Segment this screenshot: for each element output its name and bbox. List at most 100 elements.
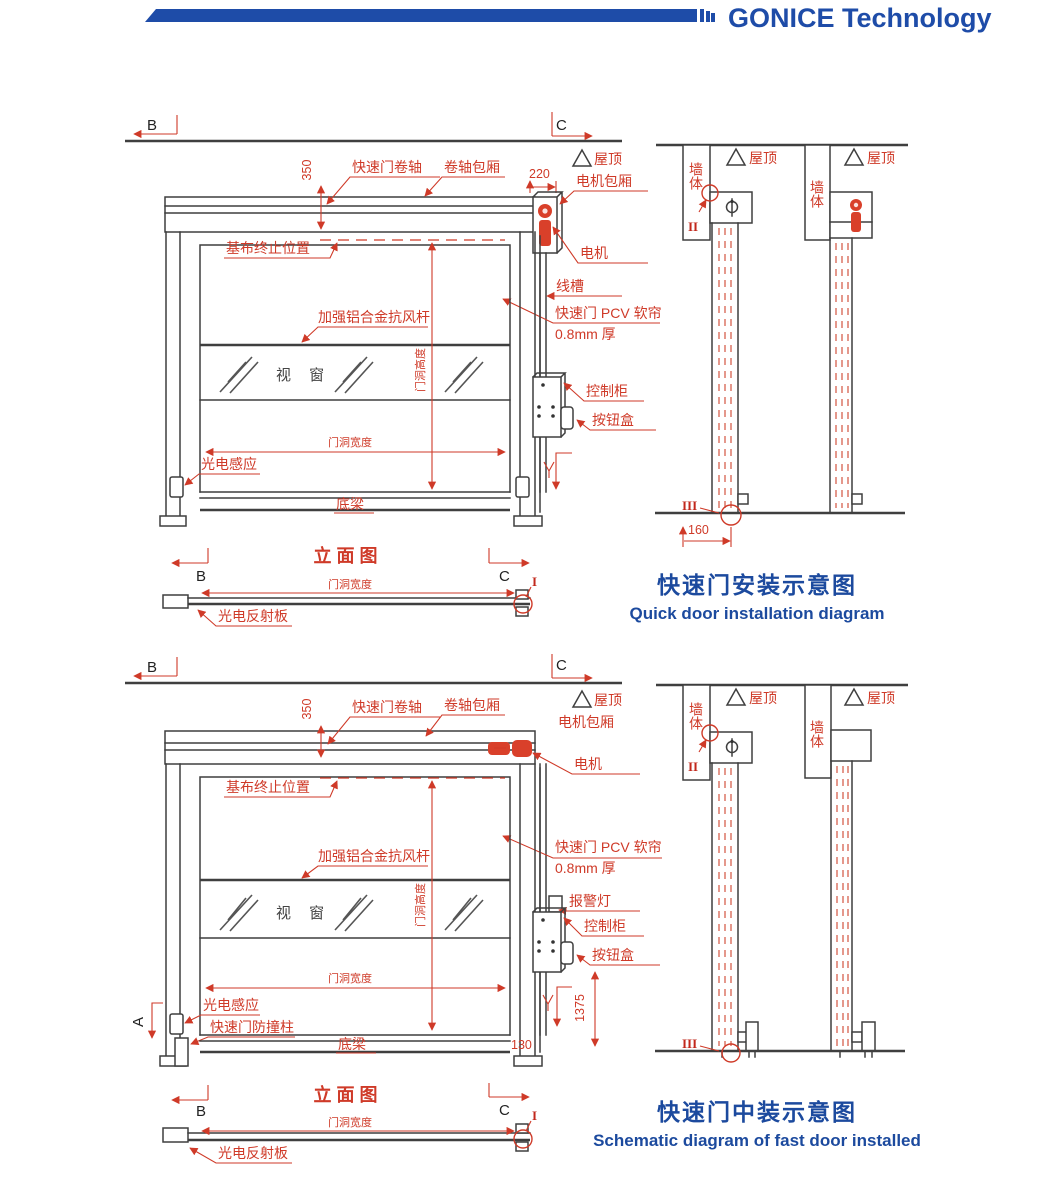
wall-section	[682, 684, 711, 781]
wall-section	[804, 144, 831, 241]
wire-trough-label: 线槽	[556, 278, 584, 294]
wall-label: 墙体	[688, 702, 704, 730]
roof-label: 屋顶	[749, 150, 777, 166]
wall-label: 墙体	[809, 720, 825, 748]
brand-bar	[145, 9, 697, 22]
section-marker-a: A	[130, 1017, 147, 1027]
roof-triangle-icon	[571, 148, 593, 167]
photo-sensor	[515, 476, 530, 498]
window-hatch	[219, 356, 259, 394]
roller-box	[164, 196, 536, 233]
door-width-label: 门洞宽度	[328, 971, 372, 985]
brand-equalizer-bar	[711, 13, 715, 22]
roof-triangle-icon	[843, 687, 865, 706]
roller-label: 快速门卷轴	[352, 699, 422, 715]
dim-160: 160	[688, 523, 709, 537]
control-cabinet-leader	[563, 917, 644, 937]
install-caption-en: Quick door installation diagram	[629, 604, 884, 623]
elevation-view-label: 立面图	[314, 1084, 383, 1105]
dim-220-line	[530, 181, 556, 193]
strip-marker-c: C	[499, 568, 510, 585]
window-hatch	[444, 894, 484, 932]
photo-sensor-label: 光电感应	[203, 997, 259, 1013]
curtain-dashed	[718, 768, 732, 1046]
section-arrow-b	[134, 115, 178, 134]
reflect-plate-leader	[197, 609, 292, 627]
strip-left-block	[162, 1127, 189, 1143]
detail-i-leader	[525, 586, 532, 598]
right-jamb-foot	[513, 515, 543, 527]
section-marker-b: B	[147, 659, 157, 676]
strip-door-width-label: 门洞宽度	[328, 1115, 372, 1129]
section-arrow-b	[134, 657, 178, 676]
detail-marker-ii: II	[688, 759, 698, 774]
y-dim-symbol	[542, 994, 554, 1011]
photo-sensor-label: 光电感应	[201, 456, 257, 472]
wind-bar-label: 加强铝合金抗风杆	[318, 848, 430, 864]
photo-sensor-leader	[184, 473, 260, 486]
detail-marker-ii: II	[688, 219, 698, 234]
strip-arrow-c	[488, 1083, 529, 1097]
detail-circle-i	[513, 1129, 533, 1149]
button-box	[560, 941, 574, 965]
base-stop-leader	[224, 780, 338, 798]
base-stop-label: 基布终止位置	[226, 240, 310, 256]
wire-trough	[539, 763, 547, 1036]
dim-350: 350	[300, 699, 314, 720]
motor-body	[851, 212, 861, 232]
window-hatch	[334, 356, 374, 394]
section-arrow-c	[551, 654, 592, 678]
mid-mount-side-view: 屋顶 屋顶 墙体 II 墙体	[655, 683, 908, 1063]
button-box-label: 按钮盒	[592, 412, 634, 428]
strip-arrow-c	[488, 548, 529, 563]
y-dim-bracket	[551, 452, 572, 490]
detail-ii-leader	[698, 199, 707, 213]
roller-box	[164, 730, 536, 765]
anti-collision-post	[745, 1021, 759, 1052]
curtain-guides	[711, 222, 739, 513]
button-box-leader	[576, 954, 660, 966]
strip-marker-c: C	[499, 1102, 510, 1119]
installation-side-view: 屋顶 屋顶 墙体 II 墙体	[655, 143, 908, 547]
wall-section	[682, 144, 711, 241]
motor-label: 电机	[574, 756, 602, 772]
brand-equalizer-bar	[706, 11, 710, 22]
roller-label: 快速门卷轴	[352, 159, 422, 175]
mid-mount-elevation: B C 屋顶 350 快速门卷轴 卷轴包厢 电机包厢 电机 快速	[125, 654, 662, 1164]
wind-bar-label: 加强铝合金抗风杆	[318, 309, 430, 325]
roof-triangle-icon	[843, 147, 865, 166]
roller-box-label: 卷轴包厢	[444, 159, 500, 175]
strip-marker-b: B	[196, 568, 206, 585]
alarm-light-leader	[558, 906, 640, 916]
curtain-dashed	[835, 243, 849, 508]
y-dim-bracket	[552, 986, 572, 1027]
dim-130: 130	[511, 1038, 532, 1052]
bottom-beam-label: 底梁	[338, 1036, 366, 1052]
left-jamb	[165, 231, 181, 517]
motor-box-leader	[559, 190, 648, 205]
install-caption-cn: 快速门安装示意图	[657, 572, 857, 598]
reflect-plate-label: 光电反射板	[218, 1145, 288, 1161]
brand-title: GONICE Technology	[728, 3, 992, 33]
anti-collision-post	[861, 1021, 876, 1052]
window-hatch	[334, 894, 374, 932]
right-jamb-foot	[513, 1055, 543, 1067]
window-hatch	[444, 356, 484, 394]
detail-iii-leader	[699, 507, 720, 514]
detail-marker-iii: III	[682, 498, 697, 513]
roof-triangle-icon	[725, 687, 747, 706]
door-width-label: 门洞宽度	[328, 435, 372, 449]
motor-leader	[532, 752, 640, 775]
section-marker-c: C	[556, 657, 567, 674]
curtain-dashed	[836, 766, 849, 1046]
y-dim-symbol	[543, 461, 555, 478]
elevation-view-label: 立面图	[314, 545, 383, 566]
roller-box-leader	[424, 176, 505, 197]
roller-box-label: 卷轴包厢	[444, 697, 500, 713]
detail-iii-leader	[699, 1045, 720, 1052]
roller-box-lines	[164, 205, 536, 214]
section-arrow-c	[551, 112, 592, 136]
detail-marker-iii: III	[682, 1036, 697, 1051]
button-box-label: 按钮盒	[592, 947, 634, 963]
